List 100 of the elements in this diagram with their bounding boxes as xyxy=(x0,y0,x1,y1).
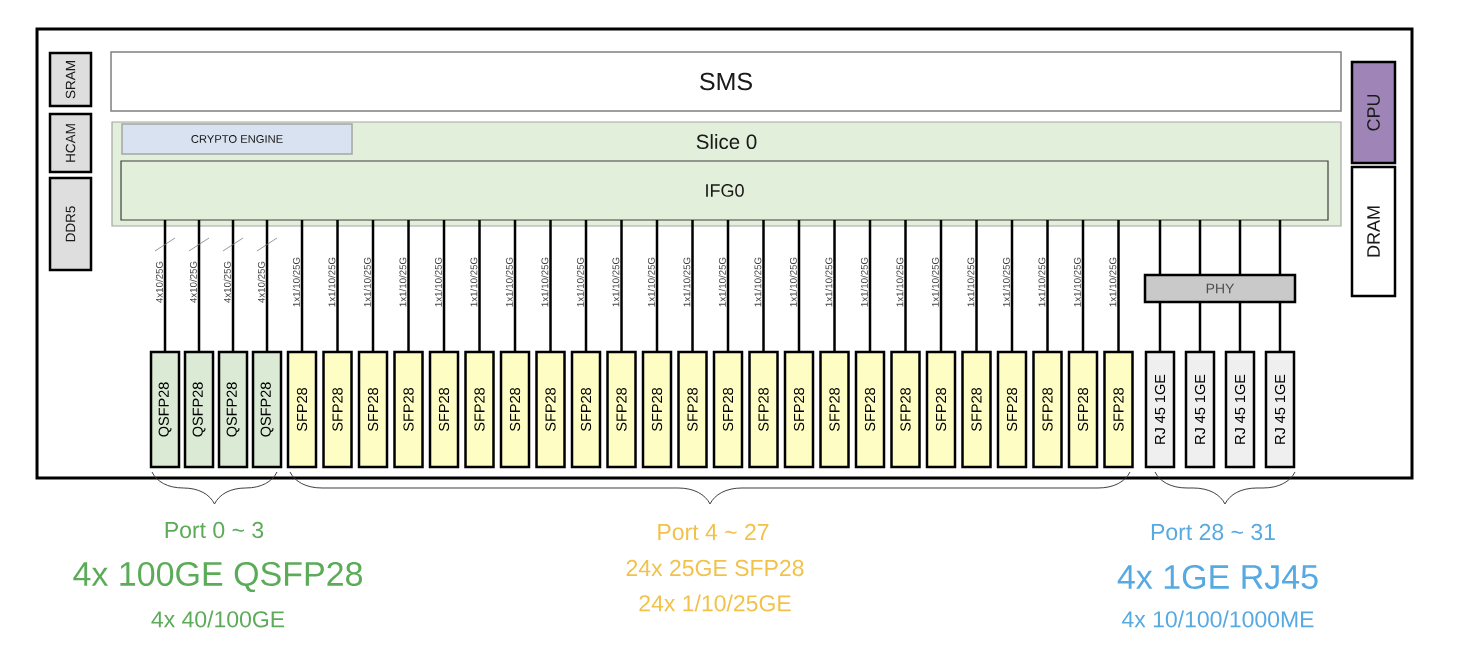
edge-label: 1x1/10/25G xyxy=(931,257,939,307)
memory-box: SRAM xyxy=(48,51,93,108)
memory-box: DDR5 xyxy=(48,176,93,272)
port-box: SFP28 xyxy=(783,350,815,469)
connector-line xyxy=(904,220,907,352)
edge-label: 1x1/10/25G xyxy=(1073,257,1081,307)
port-box: QSFP28 xyxy=(251,350,283,469)
connector-line xyxy=(1238,220,1242,275)
port-box: SFP28 xyxy=(677,350,708,469)
port-box: QSFP28 xyxy=(217,350,249,469)
memory-box: HCAM xyxy=(48,112,93,174)
edge-label: 1x1/10/25G xyxy=(754,257,762,307)
port-box: SFP28 xyxy=(286,350,318,469)
connector-line xyxy=(549,220,552,352)
edge-label: 1x1/10/25G xyxy=(683,257,691,307)
port-box: SFP28 xyxy=(1103,350,1134,469)
port-group-label: 4x 40/100GE xyxy=(151,610,285,628)
connector-line xyxy=(442,220,446,352)
connector-line xyxy=(762,220,765,352)
connector-line xyxy=(868,220,872,352)
port-box: RJ 45 1GE xyxy=(1264,350,1296,469)
port-group-label: 4x 100GE QSFP28 xyxy=(73,561,363,593)
port-box: SFP28 xyxy=(322,350,353,469)
connector-line xyxy=(1158,220,1162,275)
connector-line xyxy=(231,220,235,352)
port-box: QSFP28 xyxy=(183,350,215,469)
connector-line xyxy=(1278,302,1282,352)
port-group-label: 24x 1/10/25GE xyxy=(639,594,791,612)
connector-line xyxy=(1010,220,1014,352)
port-box: SFP28 xyxy=(535,350,566,469)
edge-label: 1x1/10/25G xyxy=(718,257,726,307)
port-box: SFP28 xyxy=(961,350,992,469)
port-box: SFP28 xyxy=(1032,350,1063,469)
edge-label: 1x1/10/25G xyxy=(860,257,868,307)
edge-label: 1x1/10/25G xyxy=(541,257,549,307)
connector-line xyxy=(1198,220,1202,275)
cpu-box: CPU xyxy=(1350,60,1397,165)
port-box: SFP28 xyxy=(996,350,1028,469)
port-group-label: 24x 25GE SFP28 xyxy=(626,559,804,577)
connector-line xyxy=(797,220,801,352)
connector-line xyxy=(197,220,201,352)
edge-label: 1x1/10/25G xyxy=(363,257,371,307)
connector-line xyxy=(478,220,481,352)
phy-box: PHY xyxy=(1143,273,1297,304)
port-group-label: Port 4 ~ 27 xyxy=(658,523,769,541)
connector-line xyxy=(513,220,517,352)
connector-line xyxy=(1081,220,1085,352)
connector-line xyxy=(833,220,836,352)
edge-label: 4x10/25G xyxy=(223,261,231,303)
port-group-label: Port 28 ~ 31 xyxy=(1151,523,1275,541)
connector-line xyxy=(1278,220,1282,275)
connector-line xyxy=(939,220,943,352)
port-box: SFP28 xyxy=(606,350,637,469)
edge-label: 1x1/10/25G xyxy=(789,257,797,307)
connector-line xyxy=(1046,220,1049,352)
edge-label: 1x1/10/25G xyxy=(967,257,975,307)
port-box: SFP28 xyxy=(890,350,921,469)
connector-line xyxy=(163,220,167,352)
port-box: SFP28 xyxy=(641,350,673,469)
connector-line xyxy=(691,220,694,352)
connector-line xyxy=(1198,302,1202,352)
engine-box: CRYPTO ENGINE xyxy=(121,123,353,155)
connector-line xyxy=(371,220,375,352)
connector-line xyxy=(655,220,659,352)
port-box: QSFP28 xyxy=(149,350,181,469)
edge-label: 1x1/10/25G xyxy=(825,257,833,307)
connector-line xyxy=(584,220,588,352)
connector-line xyxy=(265,220,269,352)
interface-box: IFG0 xyxy=(120,160,1329,221)
edge-label: 1x1/10/25G xyxy=(612,257,620,307)
port-box: SFP28 xyxy=(393,350,424,469)
connector-line xyxy=(407,220,410,352)
port-box: SFP28 xyxy=(748,350,779,469)
port-box: SFP28 xyxy=(925,350,957,469)
connector-line xyxy=(975,220,978,352)
edge-label: 4x10/25G xyxy=(257,261,265,303)
edge-label: 1x1/10/25G xyxy=(896,257,904,307)
edge-label: 1x1/10/25G xyxy=(434,257,442,307)
port-group-label: Port 0 ~ 3 xyxy=(165,521,264,539)
port-box: SFP28 xyxy=(854,350,886,469)
connector-line xyxy=(300,220,304,352)
edge-label: 1x1/10/25G xyxy=(505,257,513,307)
edge-label: 1x1/10/25G xyxy=(1002,257,1010,307)
port-box: SFP28 xyxy=(357,350,389,469)
port-group-label: 4x 10/100/1000ME xyxy=(1122,610,1314,628)
connector-line xyxy=(1117,220,1120,352)
port-box: SFP28 xyxy=(570,350,602,469)
port-box: RJ 45 1GE xyxy=(1184,350,1216,469)
port-box: RJ 45 1GE xyxy=(1224,350,1256,469)
port-box: RJ 45 1GE xyxy=(1144,350,1176,469)
block-box: SMS xyxy=(110,51,1342,112)
edge-label: 1x1/10/25G xyxy=(1038,257,1046,307)
port-box: SFP28 xyxy=(499,350,531,469)
port-box: SFP28 xyxy=(464,350,495,469)
edge-label: 1x1/10/25G xyxy=(576,257,584,307)
device-outline xyxy=(35,27,1414,480)
edge-label: 1x1/10/25G xyxy=(647,257,655,307)
edge-label: 1x1/10/25G xyxy=(328,257,336,307)
port-box: SFP28 xyxy=(428,350,460,469)
edge-label: 1x1/10/25G xyxy=(470,257,478,307)
